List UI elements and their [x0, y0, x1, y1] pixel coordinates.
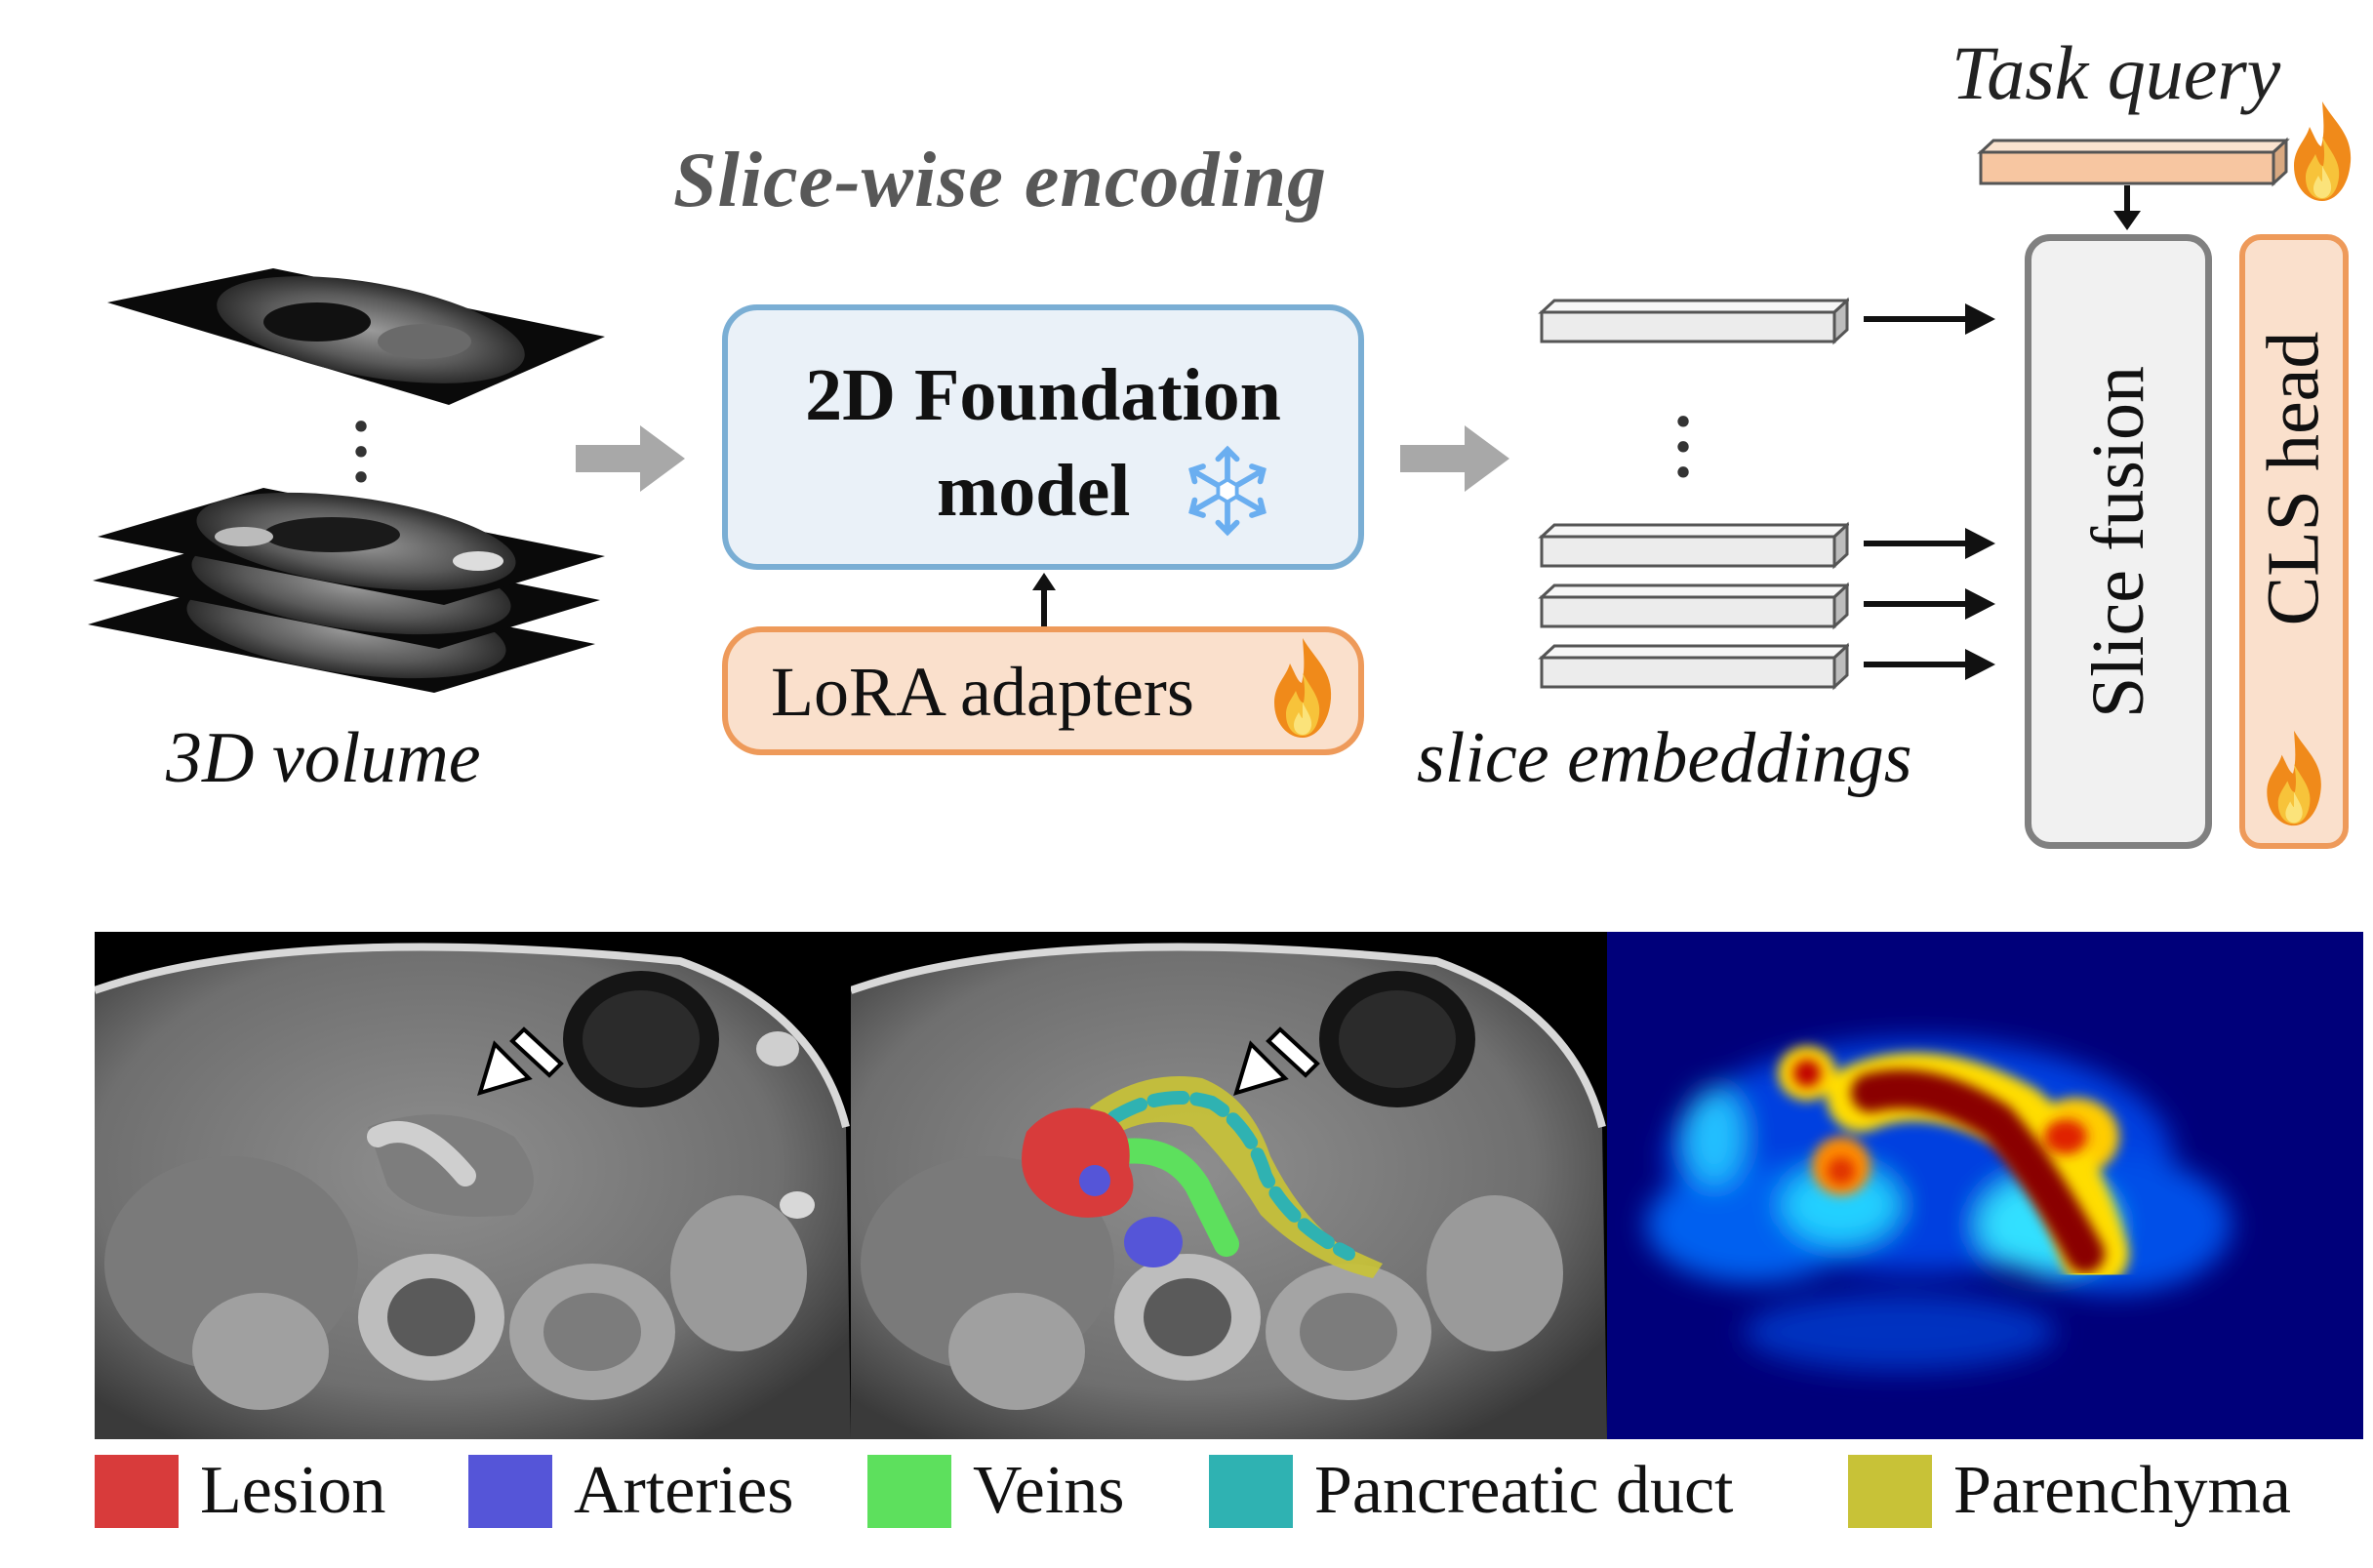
- section-heading: Slice-wise encoding: [673, 138, 1328, 223]
- task-query-label: Task query: [1951, 30, 2281, 115]
- embedding-to-fusion-arrows: [1864, 298, 2010, 712]
- embedding-bar-4: [1538, 642, 1851, 691]
- legend-swatch-parenchyma: [1848, 1454, 1932, 1528]
- ct-slice-top: [107, 268, 605, 405]
- legend-label-pancreatic-duct: Pancreatic duct: [1314, 1453, 1734, 1528]
- lora-adapters-box: [722, 626, 1364, 755]
- volume-stack: [88, 244, 634, 703]
- slice-fusion-label-wrap: Slice fusion: [2025, 234, 2212, 849]
- legend-swatch-pancreatic-duct: [1209, 1454, 1293, 1528]
- legend: Lesion Arteries Veins Pancreatic duct Pa…: [95, 1452, 2363, 1530]
- slice-embedding-bars: [1537, 293, 1851, 707]
- foundation-model-title: 2D Foundation: [805, 354, 1281, 436]
- volume-caption: 3D volume: [166, 718, 481, 798]
- legend-label-parenchyma: Parenchyma: [1953, 1453, 2291, 1528]
- legend-item-lesion: Lesion: [95, 1452, 386, 1530]
- lora-to-model-arrow: [1025, 571, 1064, 634]
- cls-head-label: CLS head: [2252, 331, 2335, 625]
- snowflake-icon: [1181, 444, 1274, 543]
- embedding-ellipsis: ···: [1671, 384, 1695, 510]
- volume-ellipsis: ···: [349, 389, 373, 515]
- lora-adapters-label: LoRA adapters: [771, 653, 1194, 731]
- foundation-model-box: [722, 304, 1364, 570]
- legend-label-lesion: Lesion: [200, 1453, 386, 1528]
- legend-swatch-veins: [867, 1454, 951, 1528]
- embedding-bar-2: [1538, 521, 1851, 570]
- cls-head-flame-icon: [2260, 727, 2328, 834]
- legend-item-veins: Veins: [867, 1452, 1125, 1530]
- legend-item-parenchyma: Parenchyma: [1848, 1452, 2291, 1530]
- attention-heatmap: [1607, 932, 2363, 1439]
- gray-arrow-1: [576, 420, 693, 503]
- slice-fusion-box: [2025, 234, 2212, 849]
- slice-fusion-label: Slice fusion: [2076, 365, 2159, 718]
- foundation-model-subtitle: model: [937, 450, 1131, 532]
- legend-item-pancreatic-duct: Pancreatic duct: [1209, 1452, 1734, 1530]
- embedding-bar-1: [1538, 297, 1851, 345]
- query-to-fusion-arrow: [2108, 185, 2147, 239]
- task-query-bar: [1976, 135, 2298, 198]
- ct-image-original: [95, 932, 851, 1439]
- embeddings-caption: slice embeddings: [1417, 718, 1912, 798]
- cls-head-label-wrap: CLS head: [2239, 244, 2349, 712]
- legend-swatch-arteries: [468, 1454, 552, 1528]
- flame-icon: [1268, 634, 1337, 746]
- legend-item-arteries: Arteries: [468, 1452, 793, 1530]
- cls-head-box: [2239, 234, 2349, 849]
- gray-arrow-2: [1400, 420, 1517, 503]
- legend-swatch-lesion: [95, 1454, 179, 1528]
- embedding-bar-3: [1538, 582, 1851, 630]
- legend-label-veins: Veins: [973, 1453, 1125, 1528]
- ct-slice-1: [98, 488, 605, 605]
- legend-label-arteries: Arteries: [574, 1453, 794, 1528]
- ct-image-segmentation: [851, 932, 1607, 1439]
- task-query-flame-icon: [2288, 98, 2356, 210]
